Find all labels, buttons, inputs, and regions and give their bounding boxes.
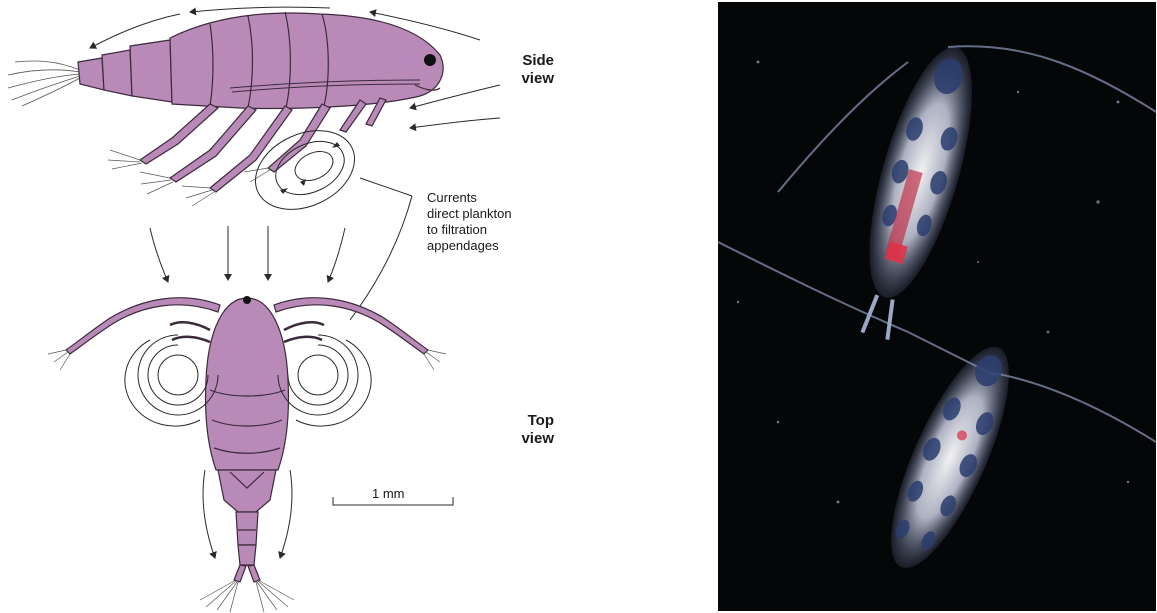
top-view-label: Top view [494,412,554,448]
copepod-photograph [718,2,1156,611]
copepod-diagram: Side view Top view Currents direct plank… [0,0,600,613]
side-view-label: Side view [494,52,554,88]
photo-rendering [718,2,1156,611]
scale-bar-label: 1 mm [372,486,405,501]
currents-caption: Currents direct plankton to filtration a… [427,190,512,254]
side-view-copepod [8,12,443,206]
diagram-illustration [0,0,600,613]
top-view-copepod [48,296,446,612]
